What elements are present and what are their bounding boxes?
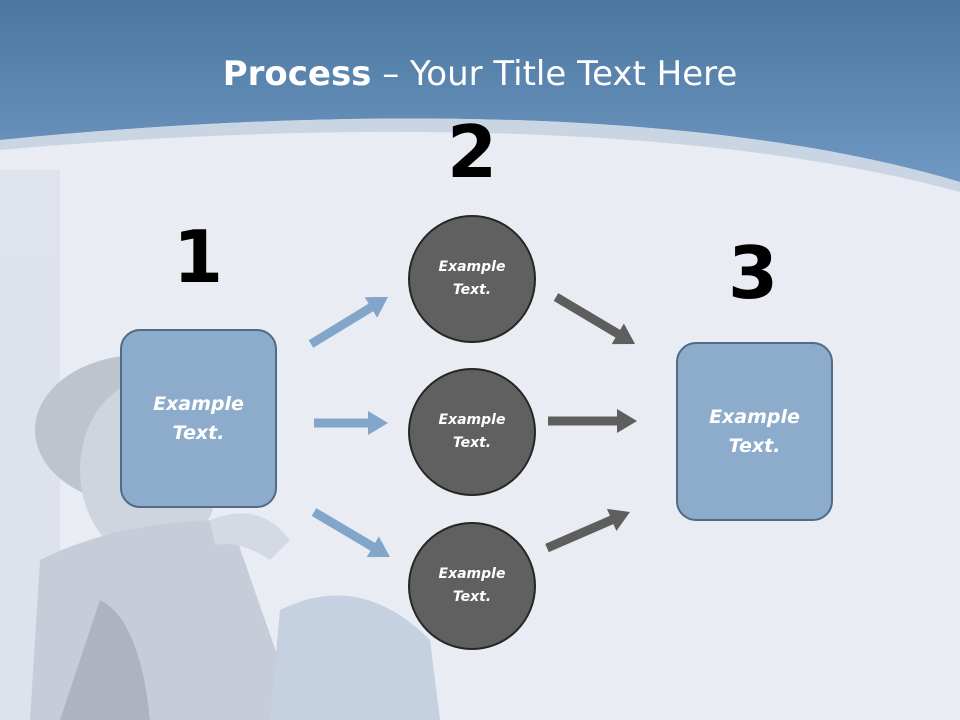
- header-swoosh: [0, 118, 960, 192]
- step-number-2: 2: [446, 110, 498, 194]
- slide-title: Process – Your Title Text Here: [0, 52, 960, 96]
- circle-middle-label: Example Text.: [438, 412, 506, 451]
- title-rest: – Your Title Text Here: [371, 54, 738, 94]
- step-3-label: Example Text.: [709, 405, 800, 457]
- step-number-3: 3: [727, 231, 779, 315]
- step-1-label: Example Text.: [153, 392, 244, 444]
- background-photo: [0, 170, 440, 720]
- step-1-box: Example Text.: [120, 329, 277, 508]
- header-band: [0, 0, 960, 182]
- title-bold: Process: [222, 54, 372, 94]
- step-2-circle-top: Example Text.: [408, 215, 536, 343]
- step-number-1: 1: [172, 215, 224, 299]
- step-2-circle-bottom: Example Text.: [408, 522, 536, 650]
- circle-top-label: Example Text.: [438, 259, 506, 298]
- circle-bottom-label: Example Text.: [438, 566, 506, 605]
- step-3-box: Example Text.: [676, 342, 833, 521]
- step-2-circle-middle: Example Text.: [408, 368, 536, 496]
